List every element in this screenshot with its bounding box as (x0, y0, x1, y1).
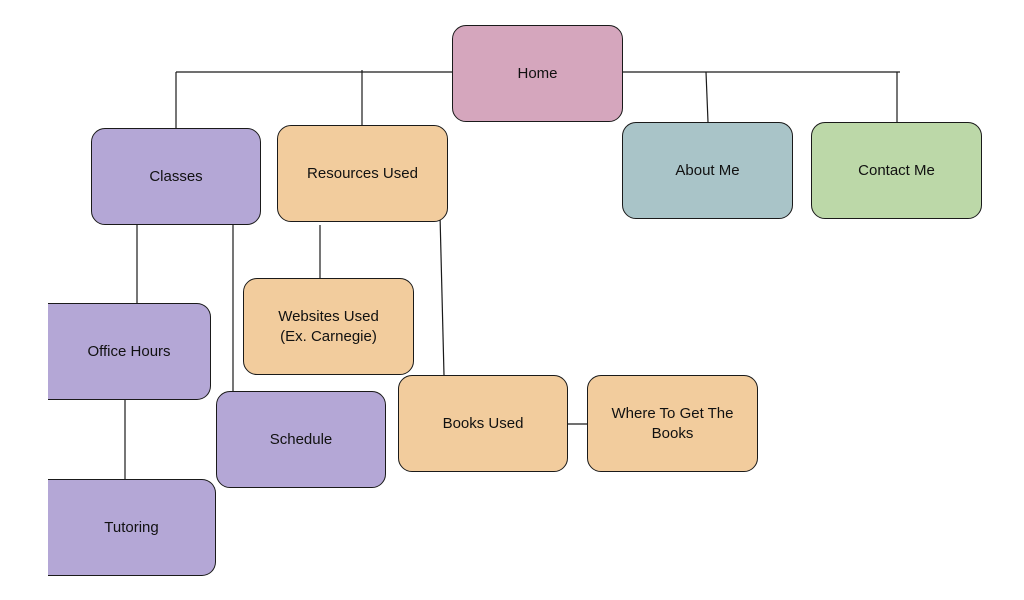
node-resources-used-label: Resources Used (307, 164, 418, 182)
node-schedule[interactable]: Schedule (216, 391, 386, 488)
node-office-hours[interactable]: Office Hours (48, 303, 211, 400)
node-about-me[interactable]: About Me (622, 122, 793, 219)
node-about-me-label: About Me (675, 161, 740, 179)
connector-home-about (705, 71, 709, 123)
node-books-used-label: Books Used (442, 414, 524, 432)
node-tutoring-label: Tutoring (104, 518, 159, 536)
node-websites-used[interactable]: Websites Used (Ex. Carnegie) (243, 278, 414, 375)
node-where-to-get-books-label: Where To Get The Books (611, 404, 734, 442)
node-office-hours-label: Office Hours (87, 342, 171, 360)
node-where-to-get-books[interactable]: Where To Get The Books (587, 375, 758, 472)
node-home-label: Home (517, 64, 558, 82)
node-contact-me-label: Contact Me (858, 161, 935, 179)
connector-resources-books (439, 214, 445, 376)
node-classes[interactable]: Classes (91, 128, 261, 225)
node-classes-label: Classes (149, 167, 203, 185)
node-resources-used[interactable]: Resources Used (277, 125, 448, 222)
node-schedule-label: Schedule (269, 430, 333, 448)
node-tutoring[interactable]: Tutoring (48, 479, 216, 576)
node-websites-used-label: Websites Used (Ex. Carnegie) (278, 307, 379, 345)
node-books-used[interactable]: Books Used (398, 375, 568, 472)
node-contact-me[interactable]: Contact Me (811, 122, 982, 219)
node-home[interactable]: Home (452, 25, 623, 122)
